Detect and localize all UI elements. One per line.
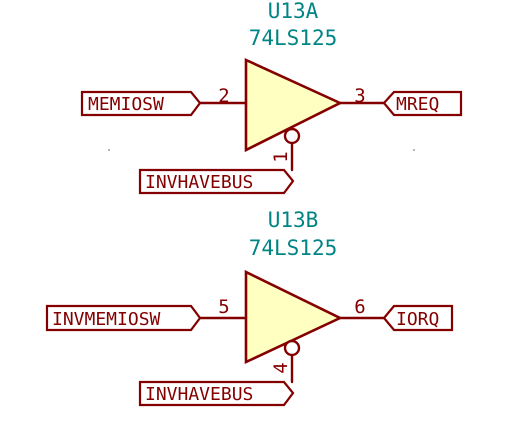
- gate-a-triangle: [244, 57, 344, 153]
- gate-b-enable-pin-number: 4: [270, 362, 292, 373]
- net-label-iorq[interactable]: [382, 304, 454, 332]
- net-label-invmemiosw-text: INVMEMIOSW: [52, 309, 161, 330]
- buffer-gate-u13b[interactable]: U13B 74LS125 5 6 4 INVMEMIOSW IORQ INVHA…: [45, 208, 454, 407]
- net-label-memiosw[interactable]: [80, 90, 202, 117]
- gate-b-inverting-bubble: [283, 339, 301, 357]
- net-label-memiosw-text: MEMIOSW: [88, 94, 164, 115]
- gate-b-value: 74LS125: [249, 236, 338, 260]
- gate-a-value: 74LS125: [249, 26, 338, 50]
- gate-b-reference: U13B: [268, 208, 319, 232]
- gate-b-input-pin-number: 5: [218, 296, 229, 318]
- gate-a-inverting-bubble: [283, 127, 301, 145]
- net-label-mreq[interactable]: [382, 90, 463, 117]
- net-label-invhavebus-b-text: INVHAVEBUS: [145, 384, 253, 405]
- gate-a-enable-pin-number: 1: [270, 151, 292, 162]
- gate-a-input-pin-number: 2: [218, 85, 229, 107]
- net-label-invmemiosw[interactable]: [45, 304, 202, 332]
- net-label-mreq-text: MREQ: [396, 94, 439, 115]
- buffer-gate-u13a[interactable]: U13A 74LS125 2 3 1 MEMIOSW MREQ INVHAVEB…: [80, 0, 463, 195]
- gate-a-output-pin-number: 3: [354, 85, 365, 107]
- net-label-invhavebus-a[interactable]: [138, 168, 295, 195]
- net-label-iorq-text: IORQ: [396, 309, 439, 330]
- grid-dot: [413, 149, 415, 151]
- gate-a-reference: U13A: [268, 0, 319, 23]
- net-label-invhavebus-a-text: INVHAVEBUS: [145, 172, 253, 193]
- gate-b-output-pin-number: 6: [354, 296, 365, 318]
- net-label-invhavebus-b[interactable]: [138, 380, 295, 407]
- grid-dot: [108, 149, 110, 151]
